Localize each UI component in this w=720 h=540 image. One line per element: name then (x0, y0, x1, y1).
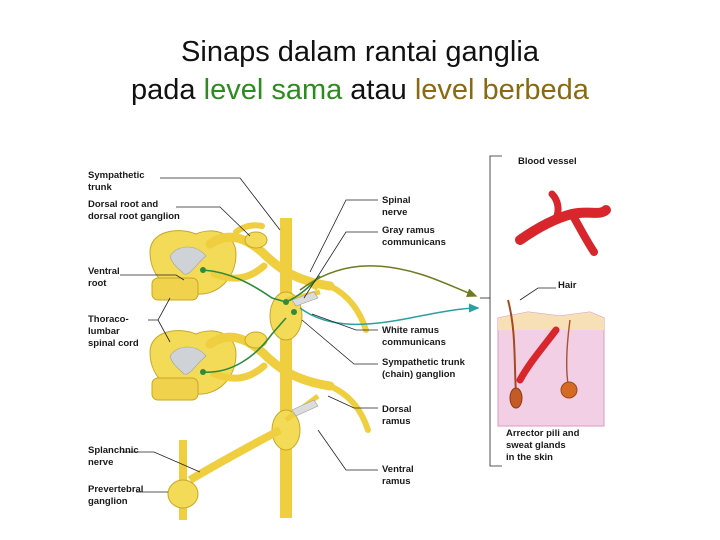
skin-section (497, 299, 605, 427)
title-prefix: pada (131, 74, 204, 106)
dorsal-root-ganglion-lower (244, 331, 268, 349)
effector-bracket (489, 155, 502, 467)
arrector-pili-muscle (516, 326, 560, 384)
right-label-pointers (301, 199, 556, 471)
dorsal-root-ganglion-upper (244, 231, 268, 249)
hair-shaft (507, 299, 517, 395)
spinal-cord-upper (149, 230, 237, 301)
preganglionic-fiber-upper (202, 269, 287, 303)
postganglionic-fiber-same-level (299, 265, 478, 298)
title-middle: atau (342, 74, 415, 106)
splanchnic-nerve (187, 426, 282, 484)
spinal-nerves (205, 222, 371, 433)
sympathetic-trunk (269, 218, 321, 518)
slide-title-line-1: Sinaps dalam rantai ganglia (181, 36, 539, 68)
gray-ramus-segments (291, 291, 319, 417)
postganglionic-fiber-different-level (299, 303, 480, 326)
preganglionic-fiber-lower (202, 317, 287, 373)
label-trunk-ganglion: Sympathetic trunk(chain) ganglion (382, 357, 466, 380)
nerve-fibers (202, 265, 480, 373)
sweat-gland (560, 381, 578, 399)
label-blood-vessel: Blood vessel (518, 156, 577, 167)
spinal-cord-lower (149, 330, 237, 401)
blood-vessel (515, 190, 611, 256)
prevertebral-ganglion (167, 440, 199, 520)
left-label-pointers (120, 177, 281, 493)
title-same-level: level sama (203, 74, 343, 106)
slide-title-line-2: pada level sama atau level berbeda (0, 72, 720, 108)
label-hair: Hair (558, 280, 577, 291)
title-different-level: level berbeda (414, 74, 589, 106)
